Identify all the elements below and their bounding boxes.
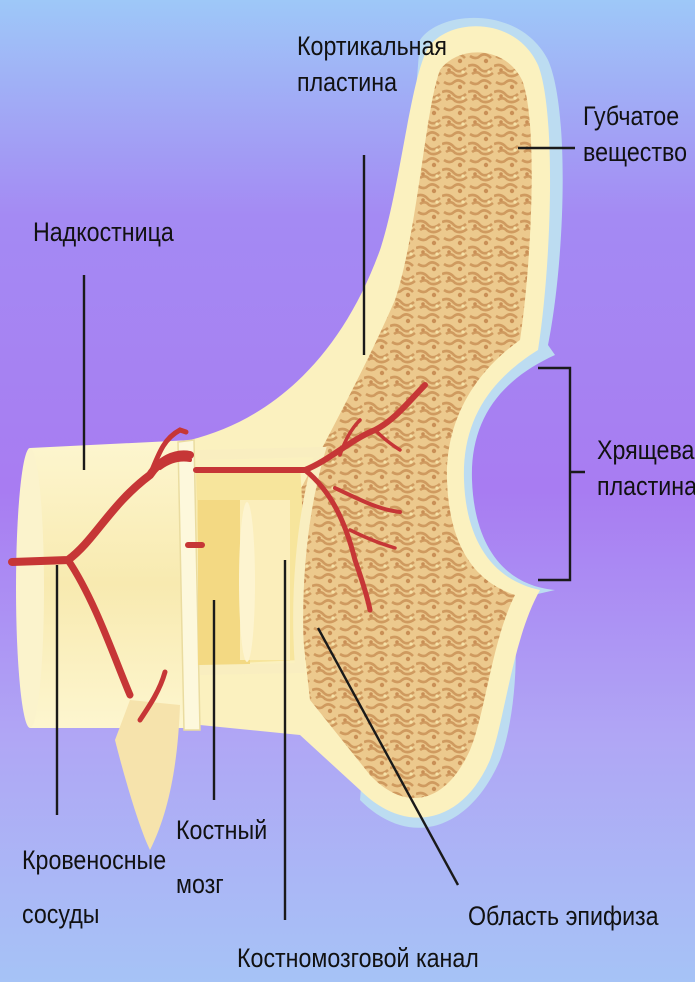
label-vessels-line2: сосуды: [22, 896, 166, 932]
label-canal-line1: Костномозговой канал: [237, 940, 479, 976]
label-cartilage-line1: Хрящевая: [597, 432, 695, 468]
label-marrow-line1: Костный: [176, 812, 267, 848]
label-spongy-line2: вещество: [583, 134, 687, 170]
label-cartilage-plate: Хрящевая пластина: [597, 432, 695, 504]
label-periosteum: Надкостница: [33, 214, 174, 250]
label-marrow-line2: мозг: [176, 866, 267, 902]
label-spongy-line1: Губчатое: [583, 98, 687, 134]
label-epiphysis-area: Область эпифиза: [468, 898, 659, 934]
shaft-end: [16, 448, 44, 728]
label-blood-vessels: Кровеносные сосуды: [22, 842, 166, 932]
label-epiphysis-line1: Область эпифиза: [468, 898, 659, 934]
label-bone-marrow: Костный мозг: [176, 812, 267, 902]
label-cortical-plate: Кортикальная пластина: [297, 28, 447, 100]
label-cartilage-line2: пластина: [597, 468, 695, 504]
bone-shaft: [30, 440, 200, 728]
label-cortical-line1: Кортикальная: [297, 28, 447, 64]
label-periosteum-line1: Надкостница: [33, 214, 174, 250]
label-cortical-line2: пластина: [297, 64, 447, 100]
label-vessels-line1: Кровеносные: [22, 842, 166, 878]
label-spongy-substance: Губчатое вещество: [583, 98, 687, 170]
label-medullary-canal: Костномозговой канал: [237, 940, 479, 976]
